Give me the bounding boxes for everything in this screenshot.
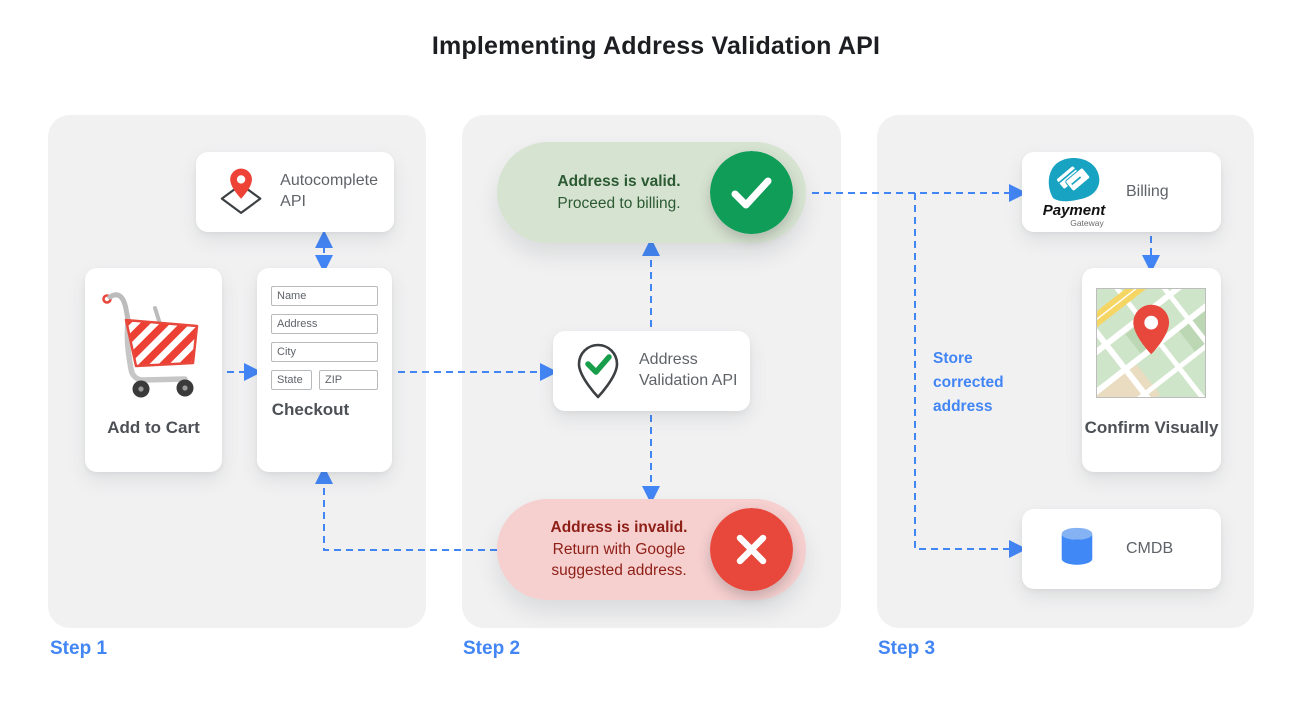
valid-pill-subtitle: Proceed to billing. xyxy=(557,194,681,212)
name-field: Name xyxy=(271,286,378,306)
autocomplete-api-label: Autocomplete API xyxy=(280,172,378,210)
address-field: Address xyxy=(271,314,378,334)
payment-logo-title: Payment xyxy=(1042,202,1106,220)
payment-logo-subtitle: Gateway xyxy=(1070,218,1104,229)
pin-check-icon xyxy=(577,343,619,399)
step-1-label: Step 1 xyxy=(50,638,108,659)
confirm-visually-card: Confirm Visually xyxy=(1082,268,1221,472)
billing-card: Payment Gateway Billing xyxy=(1022,152,1221,232)
city-field: City xyxy=(271,342,378,362)
zip-field: ZIP xyxy=(319,370,378,390)
address-validation-api-card: Address Validation API xyxy=(553,331,750,411)
add-to-cart-card: Add to Cart xyxy=(85,268,222,472)
checkout-label: Checkout xyxy=(271,400,350,419)
state-field: State xyxy=(271,370,312,390)
page-title: Implementing Address Validation API xyxy=(431,32,881,60)
step-2-label: Step 2 xyxy=(463,638,521,659)
address-invalid-pill: Address is invalid. Return with Google s… xyxy=(497,499,806,600)
address-valid-pill: Address is valid. Proceed to billing. xyxy=(497,142,806,243)
map-pin-diamond-icon xyxy=(220,168,262,214)
x-circle-icon xyxy=(710,508,793,591)
autocomplete-api-card: Autocomplete API xyxy=(196,152,394,232)
cmdb-card: CMDB xyxy=(1022,509,1221,589)
checkout-card: Name Address City State ZIP Checkout xyxy=(257,268,392,472)
billing-label: Billing xyxy=(1126,182,1169,200)
invalid-pill-subtitle: Return with Google suggested address. xyxy=(551,540,687,580)
check-circle-icon xyxy=(710,151,793,234)
step-3-label: Step 3 xyxy=(878,638,936,659)
database-icon xyxy=(1061,527,1093,565)
cmdb-label: CMDB xyxy=(1126,539,1174,557)
invalid-pill-title: Address is invalid. xyxy=(550,519,688,537)
map-thumbnail xyxy=(1096,288,1206,398)
payment-gateway-logo: Payment Gateway xyxy=(1038,155,1110,228)
valid-pill-title: Address is valid. xyxy=(557,173,681,191)
add-to-cart-label: Add to Cart xyxy=(107,418,200,437)
shopping-cart-icon xyxy=(102,292,199,398)
confirm-visually-label: Confirm Visually xyxy=(1084,418,1219,437)
address-validation-api-label: Address Validation API xyxy=(639,351,738,389)
store-corrected-address-note: Store corrected address xyxy=(933,350,1004,416)
